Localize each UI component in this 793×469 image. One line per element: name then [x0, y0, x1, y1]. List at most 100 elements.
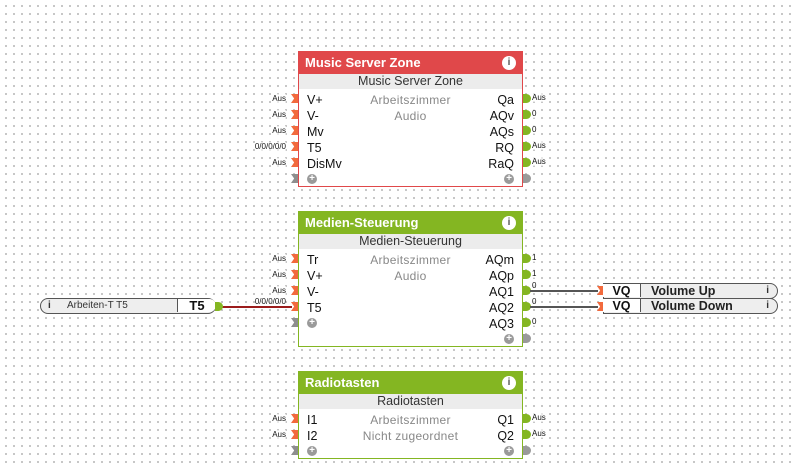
- connection-wire[interactable]: [530, 290, 598, 292]
- output-connector[interactable]: [523, 142, 531, 151]
- reference-code: T5: [177, 299, 216, 313]
- input-connector[interactable]: [291, 302, 298, 311]
- output-pin-label: AQ1: [488, 285, 514, 299]
- output-value: 0: [532, 317, 537, 326]
- output-connector[interactable]: [215, 302, 223, 311]
- output-connector[interactable]: [523, 270, 531, 279]
- input-pin-label: V-: [307, 109, 319, 123]
- output-connector[interactable]: [523, 286, 531, 295]
- info-icon[interactable]: i: [48, 300, 51, 311]
- add-output-icon[interactable]: +: [504, 446, 514, 456]
- output-pin-label: Q1: [497, 413, 514, 427]
- add-input-icon[interactable]: +: [307, 318, 317, 328]
- block-subtitle: Music Server Zone: [299, 74, 522, 89]
- input-connector[interactable]: [291, 94, 298, 103]
- input-pin-label: V+: [307, 269, 323, 283]
- extra-output-connector[interactable]: [523, 334, 531, 343]
- output-reference-volume-up[interactable]: VQ Volume Up i: [603, 283, 778, 299]
- output-connector[interactable]: [523, 318, 531, 327]
- input-pin-label: Mv: [307, 125, 324, 139]
- output-value: 0: [532, 281, 537, 290]
- block-room: Arbeitszimmer: [370, 253, 451, 267]
- input-connector[interactable]: [291, 142, 298, 151]
- input-pin-label: DisMv: [307, 157, 342, 171]
- output-pin-label: AQ2: [488, 301, 514, 315]
- input-value: Aus: [272, 110, 286, 119]
- input-connector[interactable]: [291, 110, 298, 119]
- function-block-medien-steuerung[interactable]: Medien-Steuerung i Medien-Steuerung Arbe…: [298, 211, 523, 347]
- output-pin-label: AQ3: [488, 317, 514, 331]
- output-value: 0: [532, 125, 537, 134]
- block-room: Arbeitszimmer: [370, 93, 451, 107]
- block-subtitle: Medien-Steuerung: [299, 234, 522, 249]
- input-connector[interactable]: [291, 286, 298, 295]
- input-value: Aus: [272, 254, 286, 263]
- add-input-icon[interactable]: +: [307, 446, 317, 456]
- extra-input-connector[interactable]: [291, 174, 298, 183]
- extra-output-connector[interactable]: [523, 446, 531, 455]
- connection-wire[interactable]: [222, 306, 292, 308]
- input-connector[interactable]: [291, 270, 298, 279]
- output-pin-label: Q2: [497, 429, 514, 443]
- output-connector[interactable]: [523, 110, 531, 119]
- extra-input-connector[interactable]: [291, 318, 298, 327]
- reference-name: Arbeiten-T T5: [67, 300, 128, 311]
- block-subtitle: Radiotasten: [299, 394, 522, 409]
- input-connector[interactable]: [291, 158, 298, 167]
- block-category: Audio: [394, 269, 427, 283]
- output-connector[interactable]: [523, 126, 531, 135]
- output-pin-label: AQv: [489, 109, 514, 123]
- info-icon[interactable]: i: [502, 56, 516, 70]
- extra-input-connector[interactable]: [291, 446, 298, 455]
- input-value: 0/0/0/0/0: [254, 297, 286, 306]
- output-connector[interactable]: [523, 430, 531, 439]
- output-connector[interactable]: [523, 158, 531, 167]
- info-icon[interactable]: i: [766, 285, 769, 296]
- input-value: Aus: [272, 286, 286, 295]
- output-connector[interactable]: [523, 302, 531, 311]
- output-pin-label: AQm: [485, 253, 514, 267]
- input-pin-label: I2: [307, 429, 318, 443]
- output-value: 1: [532, 269, 537, 278]
- reference-code: VQ: [603, 299, 641, 313]
- info-icon[interactable]: i: [502, 216, 516, 230]
- input-value: Aus: [272, 270, 286, 279]
- block-header[interactable]: Radiotasten: [299, 372, 522, 394]
- extra-output-connector[interactable]: [523, 174, 531, 183]
- add-output-icon[interactable]: +: [504, 174, 514, 184]
- info-icon[interactable]: i: [502, 376, 516, 390]
- input-connector[interactable]: [291, 430, 298, 439]
- output-pin-label: Qa: [497, 93, 514, 107]
- input-value: Aus: [272, 158, 286, 167]
- output-connector[interactable]: [523, 414, 531, 423]
- output-value: 1: [532, 253, 537, 262]
- input-connector[interactable]: [291, 126, 298, 135]
- input-connector[interactable]: [597, 286, 604, 295]
- function-block-radiotasten[interactable]: Radiotasten i Radiotasten Arbeitszimmer …: [298, 371, 523, 459]
- connection-wire[interactable]: [530, 306, 598, 308]
- block-title: Medien-Steuerung: [305, 215, 419, 230]
- output-connector[interactable]: [523, 254, 531, 263]
- reference-code: VQ: [603, 284, 641, 298]
- input-connector[interactable]: [597, 302, 604, 311]
- reference-name: Volume Up: [651, 284, 716, 298]
- output-connector[interactable]: [523, 94, 531, 103]
- output-reference-volume-down[interactable]: VQ Volume Down i: [603, 298, 778, 314]
- input-pin-label: V-: [307, 285, 319, 299]
- input-pin-label: T5: [307, 301, 322, 315]
- add-output-icon[interactable]: +: [504, 334, 514, 344]
- block-header[interactable]: Music Server Zone: [299, 52, 522, 74]
- input-value: Aus: [272, 414, 286, 423]
- output-value: Aus: [532, 157, 546, 166]
- input-reference-block[interactable]: i Arbeiten-T T5 T5: [40, 298, 216, 314]
- output-pin-label: AQp: [488, 269, 514, 283]
- block-header[interactable]: Medien-Steuerung: [299, 212, 522, 234]
- block-room: Arbeitszimmer: [370, 413, 451, 427]
- info-icon[interactable]: i: [766, 300, 769, 311]
- function-block-music-server-zone[interactable]: Music Server Zone i Music Server Zone Ar…: [298, 51, 523, 187]
- input-connector[interactable]: [291, 414, 298, 423]
- output-value: Aus: [532, 413, 546, 422]
- input-connector[interactable]: [291, 254, 298, 263]
- add-input-icon[interactable]: +: [307, 174, 317, 184]
- input-value: 0/0/0/0/0: [254, 142, 286, 151]
